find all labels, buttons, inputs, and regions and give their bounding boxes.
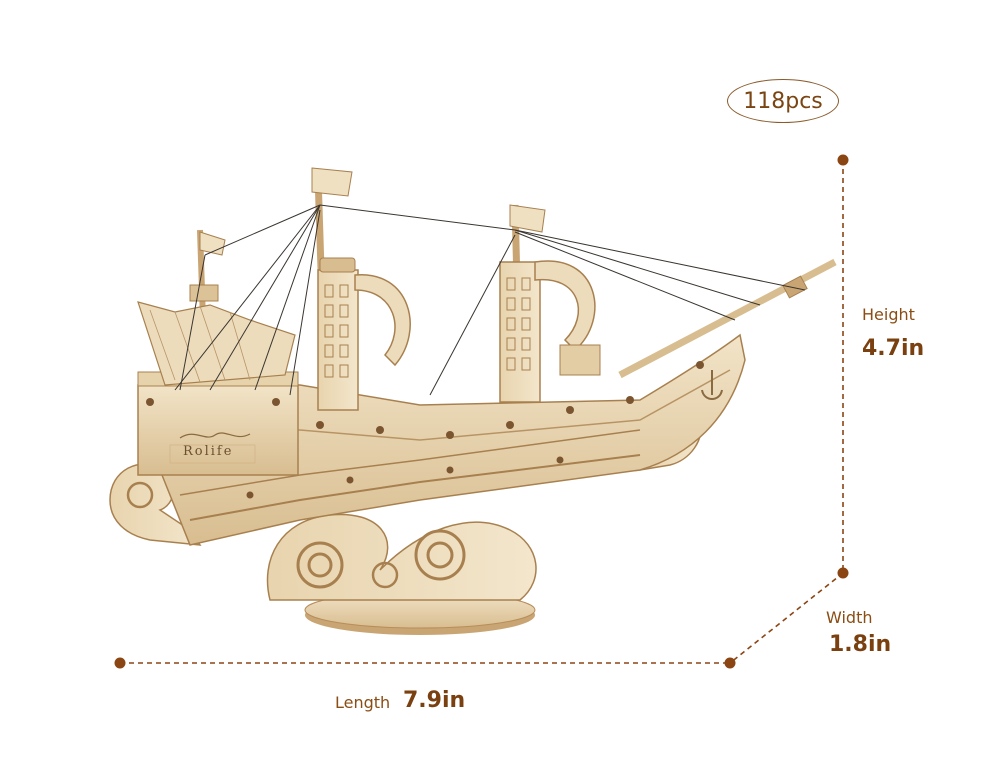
width-label: Width — [826, 608, 873, 627]
height-label: Height — [862, 305, 915, 324]
length-label: Length — [335, 693, 391, 712]
piece-count-text: 118pcs — [743, 88, 823, 114]
brand-engraving: Rolife — [183, 444, 234, 459]
height-value: 4.7in — [862, 336, 925, 361]
width-dimension-line — [729, 572, 844, 664]
height-top-dot — [837, 154, 849, 166]
length-left-dot — [114, 657, 126, 669]
piece-count-badge: 118pcs — [727, 79, 839, 123]
height-bottom-dot — [837, 567, 849, 579]
length-value: 7.9in — [403, 688, 466, 713]
length-right-dot — [724, 657, 736, 669]
width-value: 1.8in — [829, 632, 892, 657]
